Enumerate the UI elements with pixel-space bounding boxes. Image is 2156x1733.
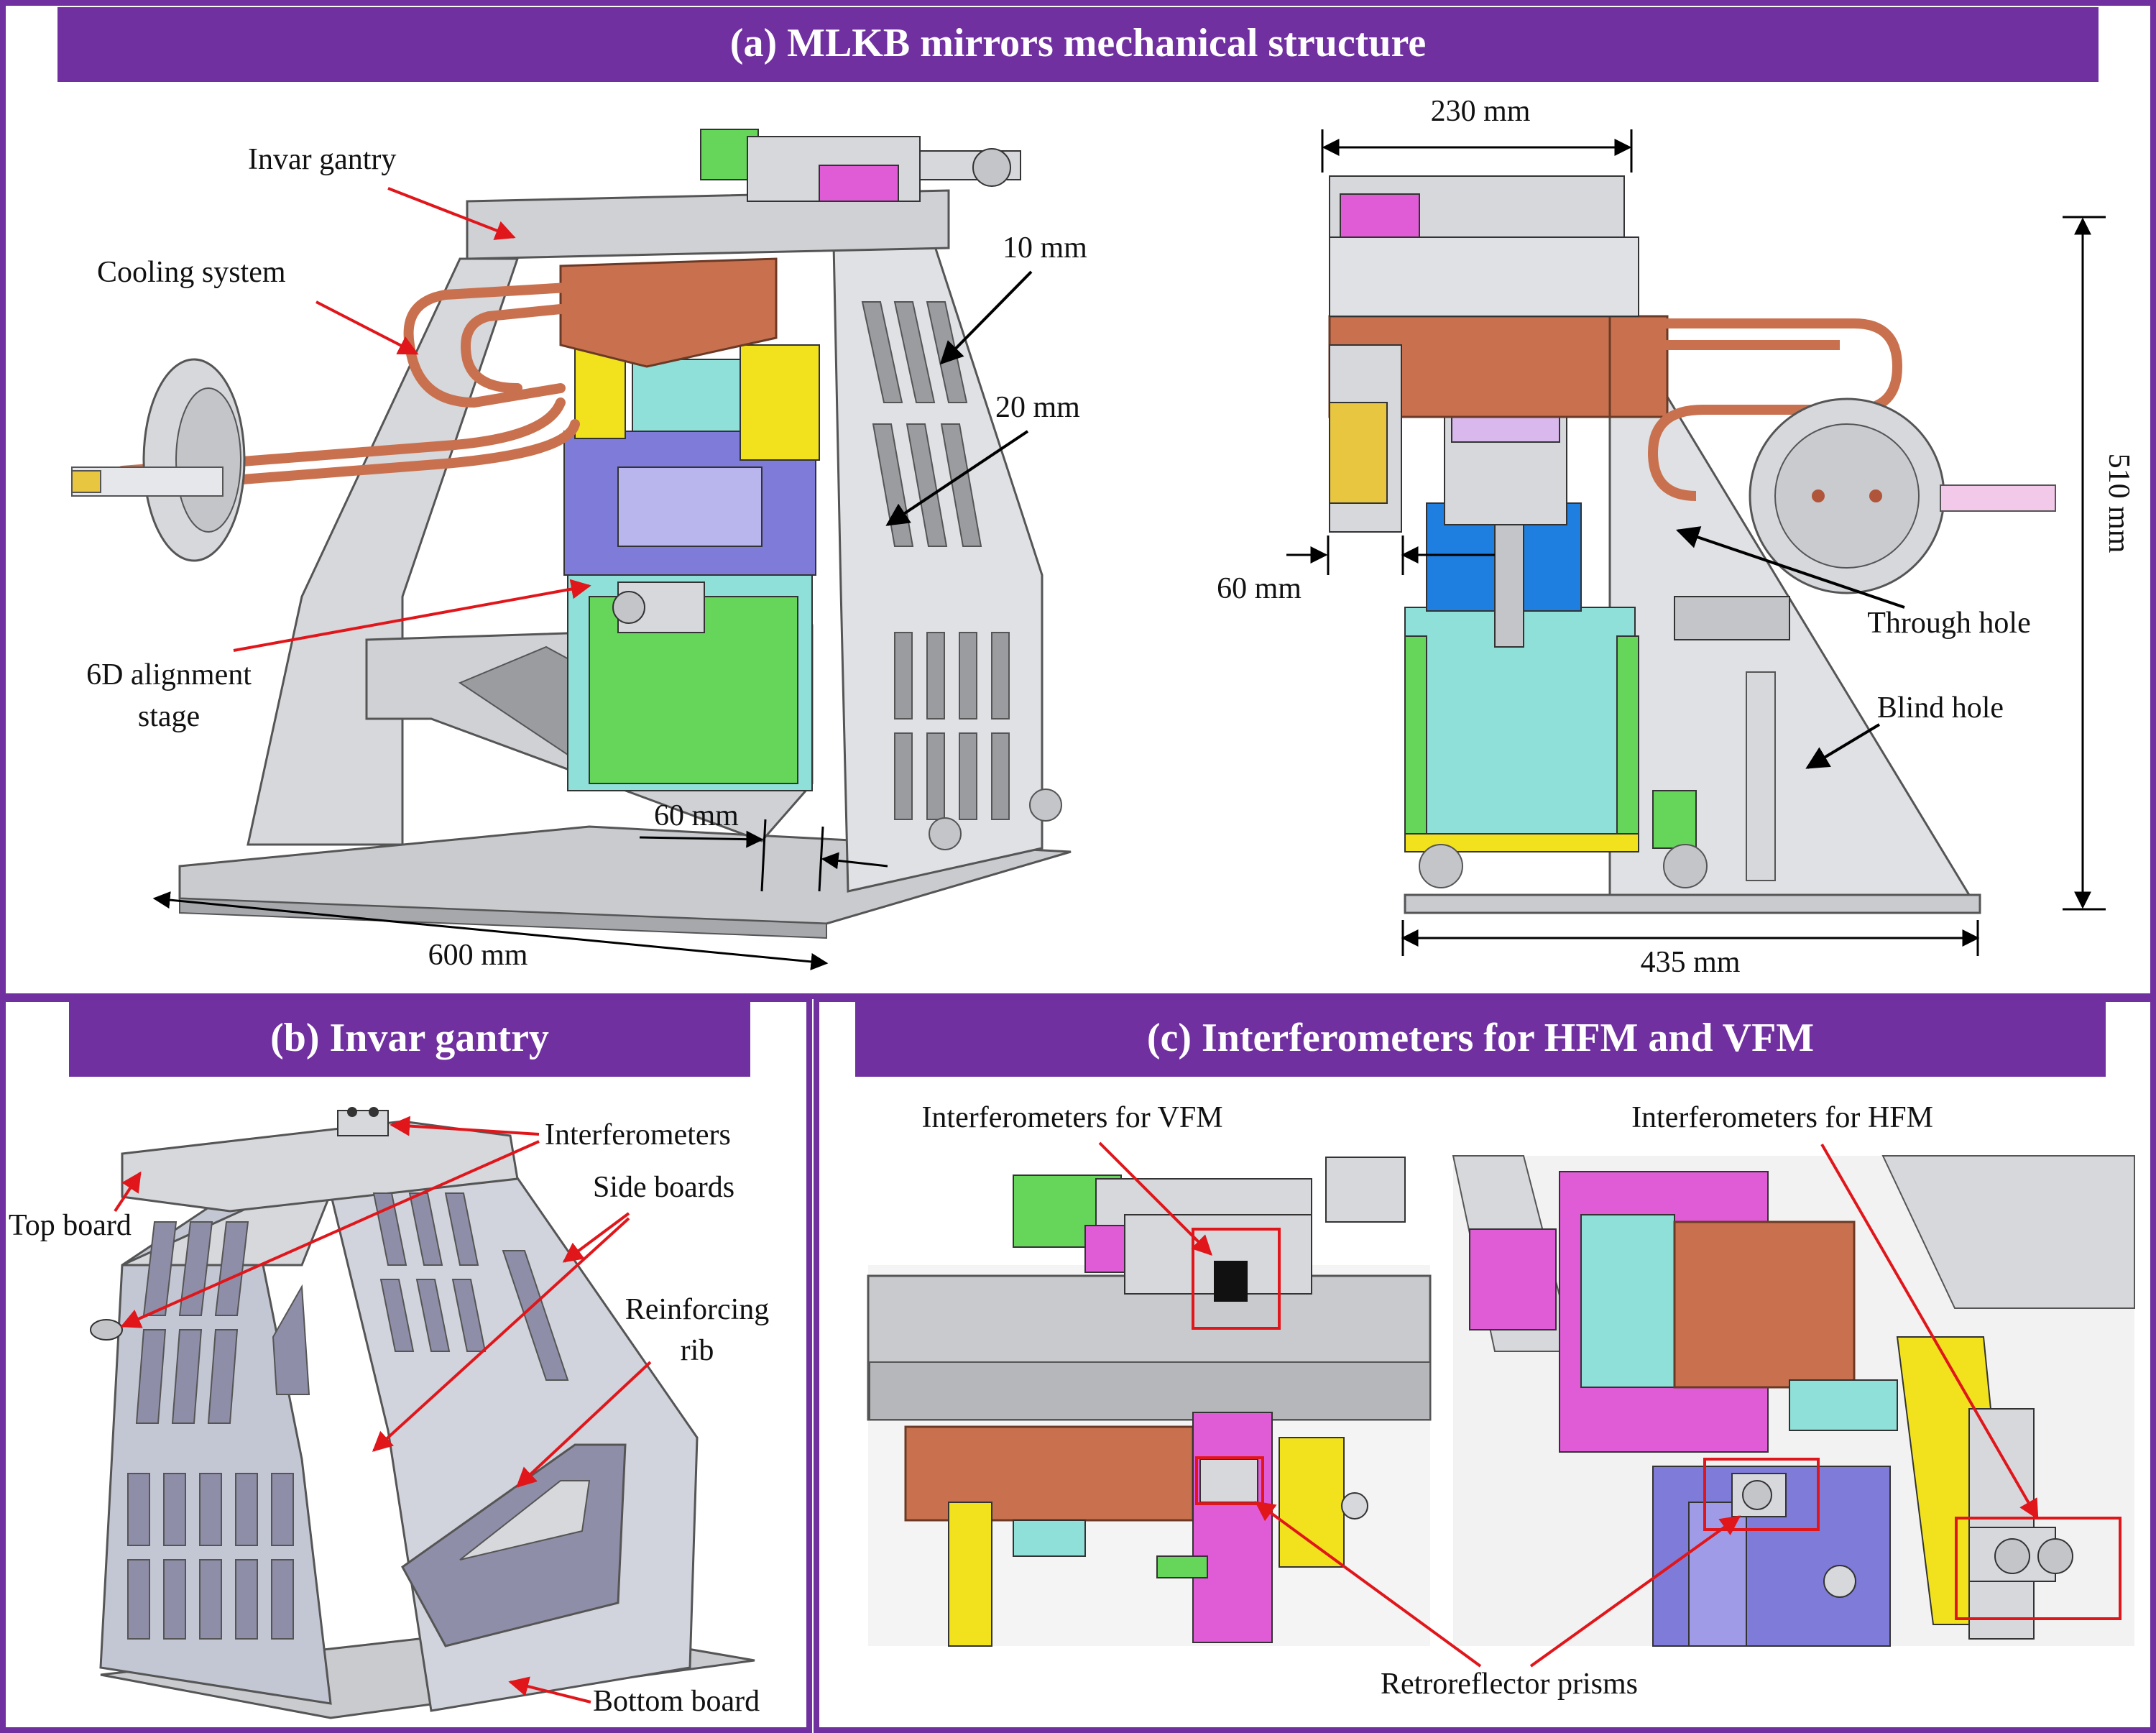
panel-c-title-bar: (c) Interferometers for HFM and VFM: [855, 1001, 2106, 1077]
arrow-retroreflector-hfm: [1529, 1515, 1741, 1668]
label-dim-60-left: 60 mm: [654, 799, 739, 832]
panel-b-title-bar: (b) Invar gantry: [69, 1001, 750, 1077]
arrow-side-board-right: [562, 1212, 630, 1263]
label-top-board: Top board: [9, 1209, 132, 1242]
label-interferometers-b: Interferometers: [545, 1118, 731, 1151]
label-bottom-board: Bottom board: [593, 1685, 760, 1718]
label-alignment-line2: stage: [138, 700, 200, 733]
label-dim-510: 510 mm: [2102, 454, 2135, 553]
panel-a-title-bar: (a) MLKB mirrors mechanical structure: [57, 7, 2099, 82]
label-alignment-line1: 6D alignment: [86, 658, 252, 691]
highlight-hfm-retroreflector: [1703, 1458, 1820, 1531]
arrow-through-hole: [1675, 526, 1905, 609]
arrow-top-board: [114, 1171, 142, 1213]
dim-60-left-tick-b: [818, 826, 824, 892]
arrow-alignment-stage: [233, 579, 591, 652]
mlkb-side-render: [1328, 175, 2056, 914]
arrow-interferometers-top: [390, 1116, 540, 1136]
arrow-bottom-board: [508, 1676, 591, 1704]
label-retroreflector: Retroreflector prisms: [1381, 1668, 1638, 1701]
arrow-cooling-system: [315, 300, 419, 355]
label-interferometers-vfm: Interferometers for VFM: [921, 1101, 1222, 1134]
dim-60-left-line-a: [639, 830, 764, 848]
label-cooling-system: Cooling system: [97, 256, 286, 289]
dim-600-line: [152, 891, 829, 970]
label-reinforcing-line1: Reinforcing: [625, 1293, 770, 1326]
label-through-hole: Through hole: [1867, 607, 2030, 640]
arrow-blind-hole: [1805, 723, 1881, 769]
panel-c-title: (c) Interferometers for HFM and VFM: [1147, 1016, 1814, 1060]
arrow-retroreflector-vfm: [1254, 1501, 1482, 1668]
label-interferometers-hfm: Interferometers for HFM: [1631, 1101, 1933, 1134]
panel-a-title: (a) MLKB mirrors mechanical structure: [730, 21, 1426, 65]
highlight-vfm-interferometers: [1192, 1228, 1281, 1330]
label-blind-hole: Blind hole: [1877, 691, 2004, 725]
hfm-closeup-render: [1452, 1155, 2135, 1647]
label-dim-435: 435 mm: [1641, 946, 1741, 979]
arrow-dim-20: [885, 430, 1029, 526]
arrow-side-board-left: [372, 1217, 630, 1452]
panel-b-title: (b) Invar gantry: [270, 1016, 549, 1060]
arrow-interferometers-side: [120, 1140, 540, 1328]
highlight-vfm-retroreflector: [1195, 1456, 1264, 1505]
mlkb-iso-render: [71, 129, 1072, 939]
arrow-interferometers-hfm: [1820, 1144, 2039, 1520]
dim-60-left-tick-a: [760, 819, 767, 892]
arrow-dim-10: [939, 270, 1033, 365]
arrow-interferometers-vfm: [1098, 1141, 1212, 1256]
label-dim-10: 10 mm: [1003, 231, 1087, 265]
invar-gantry-render: [90, 1107, 755, 1719]
label-dim-230: 230 mm: [1431, 95, 1531, 128]
label-reinforcing-line2: rib: [681, 1334, 714, 1367]
vfm-closeup-render: [867, 1157, 1432, 1647]
arrow-reinforcing-rib: [515, 1361, 652, 1488]
label-dim-600: 600 mm: [428, 939, 528, 972]
label-side-boards: Side boards: [593, 1171, 734, 1204]
label-dim-60-right: 60 mm: [1217, 572, 1302, 605]
label-invar-gantry: Invar gantry: [248, 143, 396, 176]
dim-60-left-line-b: [821, 852, 888, 870]
arrow-invar-gantry: [387, 187, 516, 240]
label-dim-20: 20 mm: [995, 391, 1080, 424]
